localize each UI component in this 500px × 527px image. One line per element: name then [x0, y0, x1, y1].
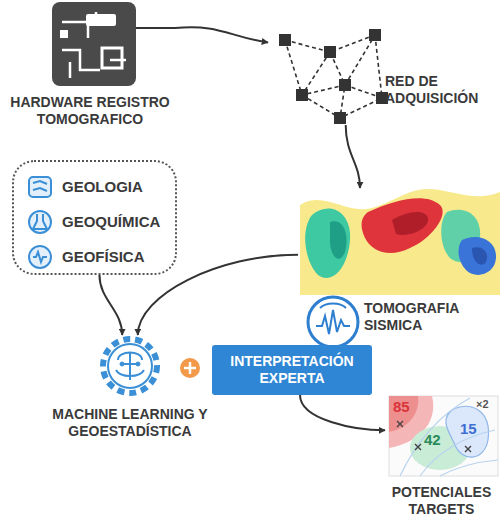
ml-icon — [108, 344, 152, 388]
network-station — [339, 79, 351, 91]
hardware-icon — [62, 12, 126, 78]
node-label: RED DE ADQUISICIÓN — [385, 73, 490, 107]
discipline-icon — [33, 214, 47, 229]
node-label: MACHINE LEARNING Y GEOESTADÍSTICA — [52, 406, 208, 440]
tomography-block: TOMOGRAFIA SISMICA — [298, 188, 498, 343]
node-label: GEOQUÍMICA — [62, 213, 172, 231]
network-station — [334, 112, 346, 124]
network-block: RED DE ADQUISICIÓN — [268, 15, 490, 125]
callout-number: 15 — [460, 421, 477, 436]
target-map — [400, 398, 498, 476]
ml-icon — [103, 339, 157, 393]
ml-block: MACHINE LEARNING Y GEOESTADÍSTICA — [52, 335, 208, 447]
hardware-block: HARDWARE REGISTRO TOMOGRAFICO — [5, 2, 175, 132]
target-map — [389, 396, 498, 476]
hardware-icon — [102, 48, 122, 68]
seismic-icon — [320, 304, 346, 309]
seismic-section — [459, 237, 497, 275]
discipline-icon — [33, 252, 47, 262]
acquisition-network — [285, 35, 382, 118]
flow-arrow — [300, 395, 385, 430]
seismic-section — [330, 221, 347, 258]
discipline-icon — [29, 177, 51, 197]
discipline-icon — [29, 177, 51, 268]
network-station — [296, 89, 308, 101]
seismic-icon — [308, 297, 358, 347]
flow-arrow — [175, 27, 268, 42]
target-map — [389, 396, 418, 432]
plus-sign — [180, 358, 200, 378]
ml-icon — [120, 362, 124, 366]
discipline-icon — [29, 211, 51, 233]
ml-icon — [136, 362, 140, 366]
node-label: GEOLOGIA — [62, 178, 172, 196]
seismic-section — [392, 212, 428, 235]
seismic-section — [305, 208, 350, 277]
node-label: GEOFÍSICA — [62, 248, 172, 266]
hardware-icon — [52, 2, 176, 86]
plus-sign — [184, 362, 196, 374]
ml-icon — [116, 352, 144, 380]
flow-arrow — [138, 255, 298, 335]
seismic-section — [300, 189, 500, 295]
callout-number: ×2 — [476, 399, 489, 410]
network-station — [279, 29, 388, 124]
seismic-section — [300, 189, 500, 295]
seismic-icon — [308, 297, 358, 347]
process-box: INTERPRETACIÓN EXPERTA — [212, 345, 372, 395]
ml-icon — [103, 339, 157, 393]
callout-number: 42 — [424, 432, 441, 447]
seismic-section — [472, 247, 487, 264]
network-station — [369, 29, 381, 41]
node-label: INTERPRETACIÓN EXPERTA — [217, 353, 367, 387]
callout-number: 85 — [393, 399, 410, 414]
seismic-icon — [316, 310, 350, 334]
discipline-icon — [29, 246, 51, 268]
flow-arrow — [99, 275, 122, 335]
plus-sign — [180, 358, 200, 378]
flow-arrow — [346, 125, 360, 188]
network-station — [279, 34, 291, 46]
node-label: TOMOGRAFIA SISMICA — [364, 300, 494, 334]
node-label: HARDWARE REGISTRO TOMOGRAFICO — [5, 94, 175, 128]
acquisition-network — [285, 35, 382, 118]
hardware-icon — [52, 2, 136, 86]
node-label: POTENCIALES TARGETS — [385, 484, 498, 518]
data-source-group: GEOLOGIA GEOQUÍMICA GEOFÍSICA — [12, 160, 177, 275]
discipline-icon — [33, 181, 47, 191]
seismic-section — [362, 198, 443, 253]
hardware-icon — [86, 14, 116, 26]
target-map — [389, 396, 498, 476]
hardware-icon — [60, 30, 68, 38]
target-map — [397, 421, 471, 452]
hardware-icon — [136, 27, 176, 29]
network-station — [324, 46, 336, 58]
